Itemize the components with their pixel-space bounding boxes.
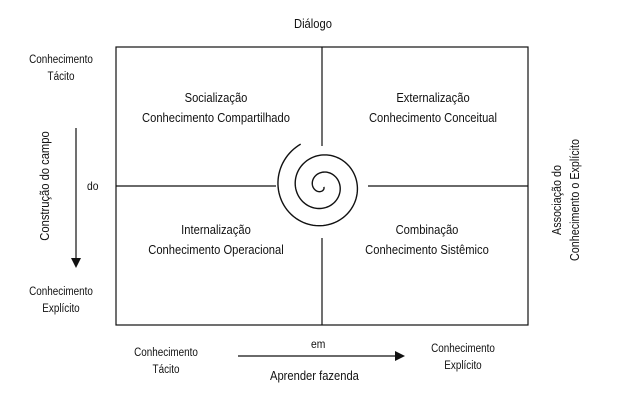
- quadrant-socializacao: Socialização Conhecimento Compartilhado: [111, 88, 321, 128]
- quadrant-externalizacao: Externalização Conhecimento Conceitual: [328, 88, 538, 128]
- quadrant-combinacao: Combinação Conhecimento Sistêmico: [322, 220, 532, 260]
- bottom-left-line-2: Tácito: [152, 364, 180, 376]
- quadrant-internalizacao-subtitle: Conhecimento Operacional: [148, 242, 284, 257]
- left-vertical-label: Construção do campo: [37, 131, 52, 241]
- spiral-icon: [276, 143, 368, 238]
- right-vertical-label: Associação do Conhecimento o Explícito: [548, 120, 584, 280]
- bottom-right-line-1: Conhecimento: [431, 343, 495, 355]
- left-bottom-line-1: Conhecimento: [29, 286, 93, 298]
- bottom-em-label: em: [311, 337, 326, 351]
- right-vertical-line-1: Associação do: [550, 165, 564, 235]
- right-vertical-line-2: Conhecimento o Explícito: [568, 139, 582, 261]
- quadrant-internalizacao: Internalização Conhecimento Operacional: [111, 220, 321, 260]
- quadrant-socializacao-title: Socialização: [184, 90, 248, 105]
- left-bottom-label: Conhecimento Explícito: [6, 284, 116, 318]
- quadrant-socializacao-subtitle: Conhecimento Compartilhado: [142, 110, 290, 125]
- left-top-line-1: Conhecimento: [29, 54, 93, 66]
- arrow-down-icon: [71, 128, 81, 268]
- bottom-right-label: Conhecimento Explícito: [408, 341, 518, 375]
- bottom-main-label: Aprender fazenda: [270, 368, 359, 383]
- quadrant-combinacao-title: Combinação: [395, 222, 459, 237]
- left-top-label: Conhecimento Tácito: [6, 52, 116, 86]
- quadrant-externalizacao-title: Externalização: [396, 90, 470, 105]
- bottom-left-label: Conhecimento Tácito: [111, 345, 221, 379]
- left-bottom-line-2: Explícito: [42, 303, 80, 315]
- bottom-left-line-1: Conhecimento: [134, 347, 198, 359]
- quadrant-internalizacao-title: Internalização: [181, 222, 251, 237]
- left-top-line-2: Tácito: [47, 71, 75, 83]
- quadrant-combinacao-subtitle: Conhecimento Sistêmico: [365, 242, 489, 257]
- arrow-right-icon: [238, 351, 405, 361]
- top-label-dialogo: Diálogo: [294, 16, 332, 31]
- left-mid-label: do: [87, 179, 99, 193]
- bottom-right-line-2: Explícito: [444, 360, 482, 372]
- quadrant-externalizacao-subtitle: Conhecimento Conceitual: [368, 110, 498, 125]
